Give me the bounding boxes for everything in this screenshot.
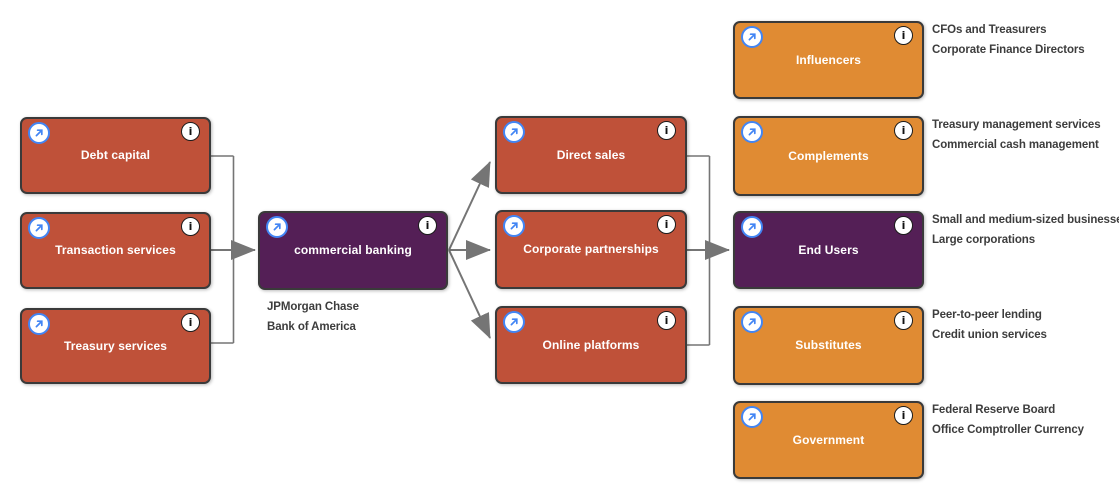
node-government[interactable]: i Government <box>733 401 924 479</box>
external-link-icon[interactable] <box>503 311 525 333</box>
note-item: Small and medium-sized businesses <box>932 214 1119 226</box>
info-icon[interactable]: i <box>181 122 200 141</box>
node-commercial-banking[interactable]: i commercial banking <box>258 211 448 290</box>
node-transaction-services[interactable]: i Transaction services <box>20 212 211 289</box>
info-icon[interactable]: i <box>657 215 676 234</box>
node-label: Complements <box>788 148 869 163</box>
info-icon[interactable]: i <box>657 311 676 330</box>
influencers-notes: CFOs and Treasurers Corporate Finance Di… <box>932 20 1085 60</box>
end-users-notes: Small and medium-sized businesses Large … <box>932 210 1119 250</box>
note-item: Office Comptroller Currency <box>932 424 1084 436</box>
node-substitutes[interactable]: i Substitutes <box>733 306 924 385</box>
external-link-icon[interactable] <box>741 311 763 333</box>
substitutes-notes: Peer-to-peer lending Credit union servic… <box>932 305 1047 345</box>
info-icon[interactable]: i <box>894 216 913 235</box>
node-influencers[interactable]: i Influencers <box>733 21 924 99</box>
example-item: Bank of America <box>267 321 356 333</box>
node-end-users[interactable]: i End Users <box>733 211 924 289</box>
info-icon[interactable]: i <box>418 216 437 235</box>
info-icon[interactable]: i <box>894 406 913 425</box>
external-link-icon[interactable] <box>28 313 50 335</box>
node-direct-sales[interactable]: i Direct sales <box>495 116 687 194</box>
node-label: Debt capital <box>80 148 151 163</box>
commercial-banking-examples: JPMorgan Chase Bank of America <box>267 297 359 337</box>
external-link-icon[interactable] <box>266 216 288 238</box>
node-label: Treasury services <box>63 338 168 353</box>
example-item: JPMorgan Chase <box>267 301 359 313</box>
external-link-icon[interactable] <box>28 217 50 239</box>
node-treasury-services[interactable]: i Treasury services <box>20 308 211 384</box>
note-item: Peer-to-peer lending <box>932 309 1042 321</box>
note-item: Commercial cash management <box>932 139 1099 151</box>
complements-notes: Treasury management services Commercial … <box>932 115 1101 155</box>
note-item: Treasury management services <box>932 119 1101 131</box>
node-label: Online platforms <box>542 337 640 352</box>
info-icon[interactable]: i <box>894 26 913 45</box>
node-online-platforms[interactable]: i Online platforms <box>495 306 687 384</box>
node-label: Government <box>792 432 865 447</box>
note-item: CFOs and Treasurers <box>932 24 1047 36</box>
note-item: Federal Reserve Board <box>932 404 1056 416</box>
node-label: Transaction services <box>55 243 176 258</box>
node-debt-capital[interactable]: i Debt capital <box>20 117 211 194</box>
government-notes: Federal Reserve Board Office Comptroller… <box>932 400 1084 440</box>
external-link-icon[interactable] <box>741 121 763 143</box>
node-label: Substitutes <box>795 338 862 353</box>
info-icon[interactable]: i <box>181 217 200 236</box>
external-link-icon[interactable] <box>741 216 763 238</box>
external-link-icon[interactable] <box>741 26 763 48</box>
note-item: Credit union services <box>932 329 1047 341</box>
node-corporate-partnerships[interactable]: i Corporate partnerships <box>495 210 687 289</box>
node-complements[interactable]: i Complements <box>733 116 924 196</box>
info-icon[interactable]: i <box>894 311 913 330</box>
external-link-icon[interactable] <box>741 406 763 428</box>
node-label: Corporate partnerships <box>523 242 659 257</box>
info-icon[interactable]: i <box>181 313 200 332</box>
info-icon[interactable]: i <box>894 121 913 140</box>
node-label: Direct sales <box>556 147 626 162</box>
external-link-icon[interactable] <box>503 121 525 143</box>
node-label: Influencers <box>795 52 862 67</box>
node-label: commercial banking <box>294 243 412 258</box>
external-link-icon[interactable] <box>28 122 50 144</box>
external-link-icon[interactable] <box>503 215 525 237</box>
info-icon[interactable]: i <box>657 121 676 140</box>
node-label: End Users <box>798 242 859 257</box>
note-item: Large corporations <box>932 234 1035 246</box>
note-item: Corporate Finance Directors <box>932 44 1085 56</box>
